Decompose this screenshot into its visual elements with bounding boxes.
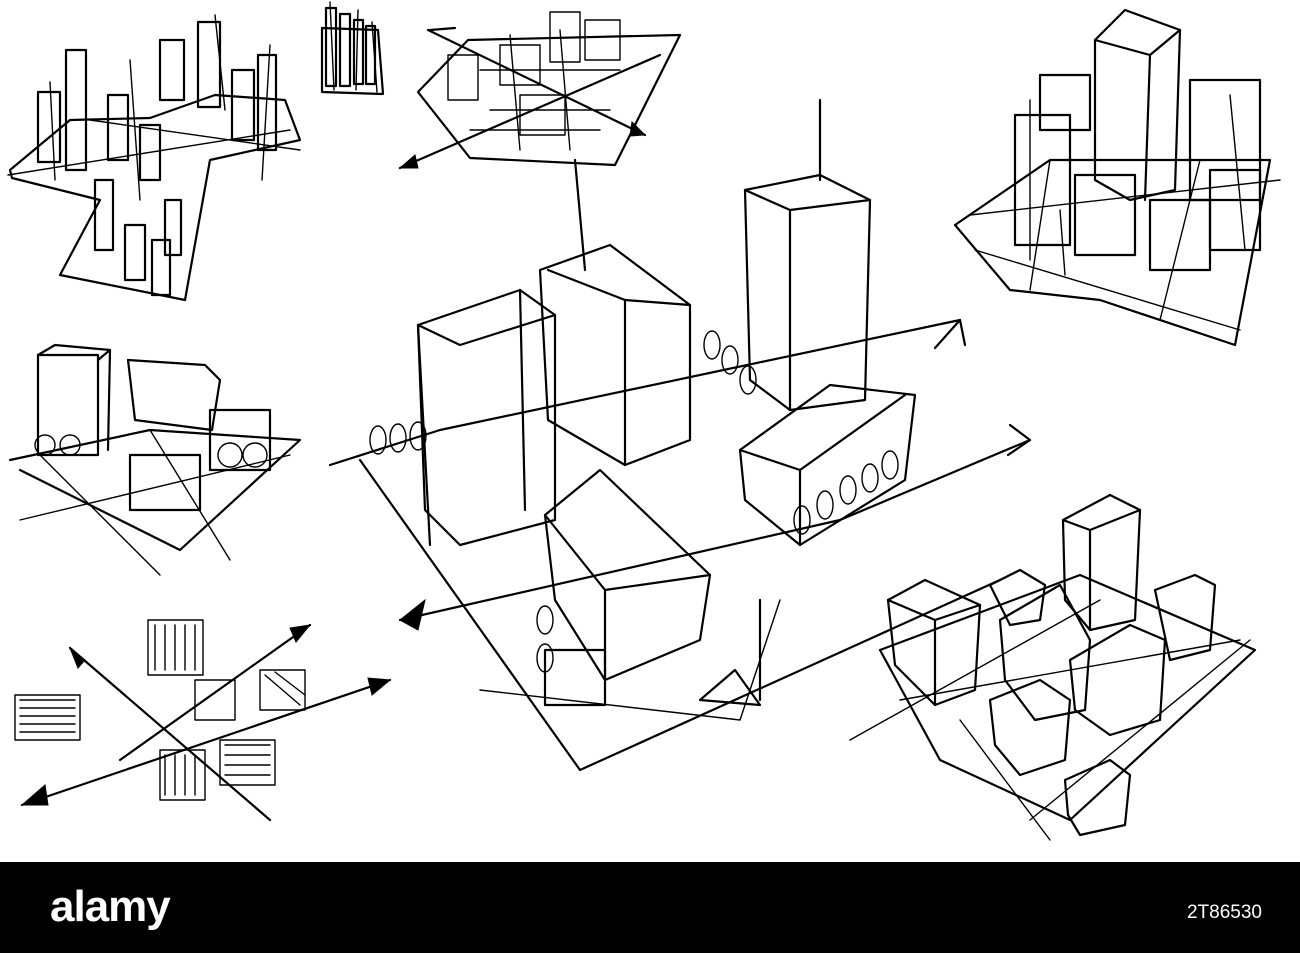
sketch-top-left-towers — [7, 14, 302, 302]
sketch-bottom-right-massing — [849, 493, 1257, 841]
alamy-logo: alamy — [50, 882, 171, 931]
architectural-sketch-drawing — [7, 1, 1281, 841]
sketch-small-tower-cluster — [320, 1, 385, 96]
sketch-canvas — [7, 1, 1281, 841]
sketch-middle-left-blocks — [8, 343, 302, 576]
stock-footer-bar: alamy 2T86530 — [0, 862, 1300, 953]
sketch-central-large-perspective — [328, 98, 1032, 772]
sketch-top-right-massing — [953, 8, 1281, 347]
sketch-bottom-left-hatched-blocks — [14, 619, 392, 822]
sketch-top-center-grid-plan — [398, 11, 682, 170]
image-id-label: 2T86530 — [1186, 902, 1262, 923]
